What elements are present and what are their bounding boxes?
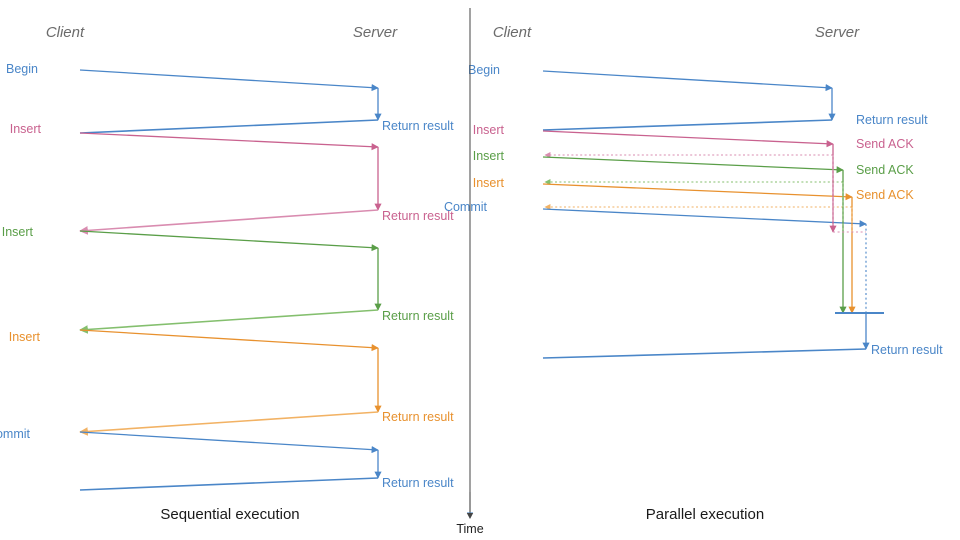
panel-caption-parallel: Parallel execution — [646, 506, 764, 523]
message-line-response — [542, 348, 867, 359]
message-label-insert: Insert — [2, 225, 34, 239]
message-line-response — [79, 411, 379, 436]
message-line-request — [542, 183, 853, 201]
message-line-request — [79, 329, 379, 352]
message-label-commit: Commit — [444, 200, 488, 214]
message-label-begin: Begin — [6, 62, 38, 76]
message-label-return-result: Return result — [382, 209, 454, 223]
time-axis-arrowhead — [466, 513, 474, 519]
message-line-response — [79, 209, 379, 235]
message-label-return-result: Return result — [382, 309, 454, 323]
message-line-request — [542, 156, 844, 174]
message-label-insert: Insert — [473, 176, 505, 190]
message-line-request — [79, 132, 379, 151]
lane-title-server-sequential: Server — [353, 24, 398, 41]
message-label-commit: Commit — [0, 427, 31, 441]
message-label-return-result: Return result — [382, 476, 454, 490]
message-line-request — [79, 69, 379, 92]
panel-caption-sequential: Sequential execution — [160, 506, 299, 523]
divider-layer: Time — [456, 8, 484, 536]
message-line-request — [79, 230, 379, 252]
lane-title-client-sequential: Client — [46, 24, 85, 41]
message-line-request — [542, 70, 833, 92]
message-label-insert: Insert — [9, 330, 41, 344]
message-label-return-result: Return result — [856, 113, 928, 127]
message-label-begin: Begin — [468, 63, 500, 77]
lane-title-server-parallel: Server — [815, 24, 860, 41]
message-label-insert: Insert — [10, 122, 42, 136]
message-line-response — [542, 119, 833, 131]
message-label-insert: Insert — [473, 149, 505, 163]
message-line-request — [542, 130, 834, 148]
message-label-return-result: Return result — [382, 119, 454, 133]
message-line-request — [542, 208, 867, 228]
message-line-response — [79, 477, 379, 491]
message-label-send-ack: Send ACK — [856, 137, 914, 151]
lane-title-client-parallel: Client — [493, 24, 532, 41]
message-label-return-result: Return result — [871, 343, 943, 357]
message-label-send-ack: Send ACK — [856, 163, 914, 177]
message-line-request — [79, 431, 379, 454]
message-label-return-result: Return result — [382, 410, 454, 424]
message-label-insert: Insert — [473, 123, 505, 137]
message-line-response — [79, 309, 379, 334]
message-label-send-ack: Send ACK — [856, 188, 914, 202]
time-axis-label: Time — [456, 522, 483, 536]
parallel-guides — [832, 155, 867, 313]
message-line-response — [79, 119, 379, 134]
